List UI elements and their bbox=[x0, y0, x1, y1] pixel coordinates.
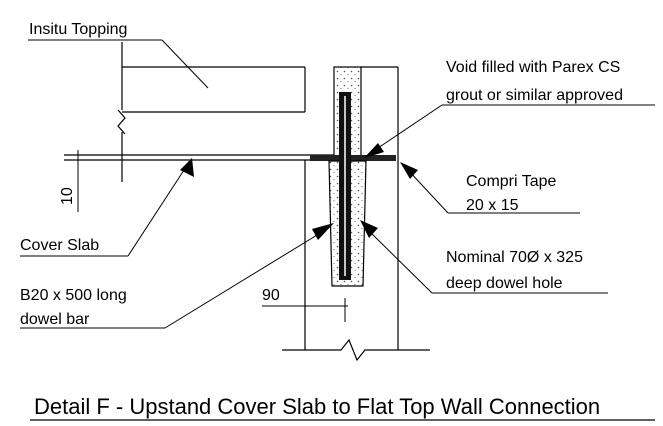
leader-dowel-bar bbox=[20, 223, 334, 329]
leader-compri-tape bbox=[400, 162, 580, 214]
gap-dimension: 10 bbox=[59, 150, 84, 212]
void-label-line2: grout or similar approved bbox=[446, 87, 623, 104]
dowel-hole-label-line1: Nominal 70Ø x 325 bbox=[446, 249, 583, 266]
dowel-hole-label-line2: deep dowel hole bbox=[446, 275, 563, 292]
dowel-bar-label-line1: B20 x 500 long bbox=[20, 287, 127, 304]
insitu-topping-label: Insitu Topping bbox=[29, 21, 127, 38]
void-label-line1: Void filled with Parex CS bbox=[446, 59, 620, 76]
grout-bed bbox=[310, 155, 396, 161]
dowel-bar-label-line2: dowel bar bbox=[20, 311, 90, 328]
leader-insitu-topping bbox=[28, 39, 209, 89]
offset-dimension: 90 bbox=[262, 287, 348, 322]
offset-dimension-label: 90 bbox=[262, 287, 280, 304]
cover-slab-label: Cover Slab bbox=[20, 237, 99, 254]
leader-cover-slab bbox=[20, 158, 194, 257]
compri-tape-label-line2: 20 x 15 bbox=[466, 197, 519, 214]
compri-tape-label-line1: Compri Tape bbox=[466, 173, 557, 190]
break-line bbox=[282, 338, 430, 362]
cover-slab bbox=[64, 154, 335, 161]
leader-dowel-hole bbox=[360, 220, 608, 294]
insitu-topping-slab bbox=[117, 42, 306, 182]
leader-void-grout bbox=[364, 104, 655, 158]
drawing-title: Detail F - Upstand Cover Slab to Flat To… bbox=[34, 394, 600, 419]
gap-dimension-label: 10 bbox=[59, 187, 76, 205]
